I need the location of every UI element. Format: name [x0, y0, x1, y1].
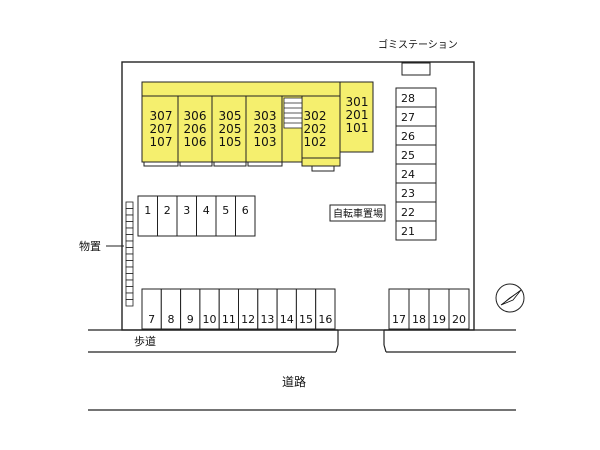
storage-unit	[125, 208, 134, 216]
unit-number: 301	[346, 95, 369, 109]
parking-number: 19	[432, 313, 446, 326]
parking-space	[315, 288, 336, 330]
parking-number: 23	[401, 187, 415, 200]
parking-number: 17	[392, 313, 406, 326]
sidewalk-label: 歩道	[134, 334, 156, 348]
unit-number: 306	[184, 109, 207, 123]
unit-number: 102	[304, 135, 327, 149]
storage-unit	[125, 266, 134, 274]
garbage-station-label: ゴミステーション	[378, 38, 458, 51]
unit-number: 105	[219, 135, 242, 149]
unit-number: 307	[150, 109, 173, 123]
parking-number: 8	[167, 313, 174, 326]
parking-number: 11	[222, 313, 236, 326]
parking-number: 27	[401, 111, 415, 124]
parking-number: 6	[242, 204, 249, 217]
storage-unit	[125, 247, 134, 255]
parking-space	[235, 195, 256, 237]
unit-number: 203	[254, 122, 277, 136]
parking-number: 22	[401, 206, 415, 219]
parking-number: 5	[222, 204, 229, 217]
parking-number: 9	[187, 313, 194, 326]
parking-number: 20	[452, 313, 466, 326]
parking-number: 7	[148, 313, 155, 326]
parking-number: 25	[401, 149, 415, 162]
parking-number: 13	[260, 313, 274, 326]
storage-unit	[125, 253, 134, 261]
parking-number: 4	[203, 204, 210, 217]
stairwell	[283, 97, 303, 129]
sidewalk-lines	[88, 329, 516, 411]
storage-unit	[125, 234, 134, 242]
storage-unit	[125, 240, 134, 248]
parking-space	[395, 220, 437, 241]
unit-number: 205	[219, 122, 242, 136]
parking-number: 15	[299, 313, 313, 326]
parking-number: 1	[144, 204, 151, 217]
storage-unit	[125, 299, 134, 307]
storage-unit	[125, 260, 134, 268]
unit-number: 206	[184, 122, 207, 136]
storage-unit	[125, 221, 134, 229]
parking-number: 10	[203, 313, 217, 326]
parking-number: 28	[401, 92, 415, 105]
unit-number: 305	[219, 109, 242, 123]
parking-space	[448, 288, 470, 330]
parking-number: 18	[412, 313, 426, 326]
north-arrow-icon	[495, 283, 525, 313]
parking-number: 12	[241, 313, 255, 326]
parking-number: 3	[183, 204, 190, 217]
storage-unit	[125, 201, 134, 209]
apartment-building	[141, 81, 374, 172]
storage-unit	[125, 273, 134, 281]
parking-number: 14	[280, 313, 294, 326]
storage-unit	[125, 227, 134, 235]
garbage-station	[401, 62, 431, 76]
unit-number: 106	[184, 135, 207, 149]
parking-number: 24	[401, 168, 415, 181]
unit-number: 207	[150, 122, 173, 136]
unit-number: 302	[304, 109, 327, 123]
unit-number: 202	[304, 122, 327, 136]
road-label: 道路	[282, 374, 306, 389]
unit-number: 303	[254, 109, 277, 123]
unit-number: 101	[346, 121, 369, 135]
storage-label: 物置	[79, 239, 101, 253]
storage-unit	[125, 279, 134, 287]
storage-unit	[125, 292, 134, 300]
bicycle-parking-label: 自転車置場	[333, 207, 383, 220]
storage-unit	[125, 214, 134, 222]
unit-number: 107	[150, 135, 173, 149]
parking-number: 2	[164, 204, 171, 217]
bicycle-parking	[329, 204, 386, 222]
unit-number: 103	[254, 135, 277, 149]
parking-number: 16	[318, 313, 332, 326]
unit-number: 201	[346, 108, 369, 122]
parking-number: 21	[401, 225, 415, 238]
storage-unit	[125, 286, 134, 294]
parking-number: 26	[401, 130, 415, 143]
